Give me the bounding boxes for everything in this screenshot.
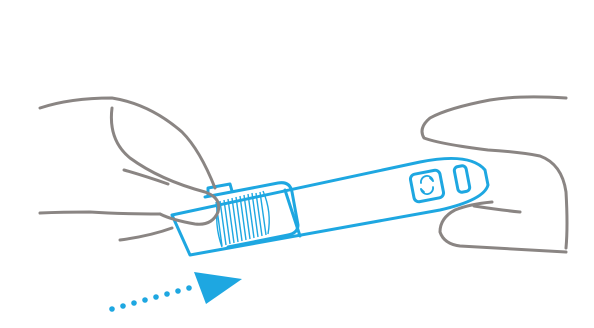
- rotate-arrows-icon: [420, 175, 434, 195]
- device-cap-frame: [203, 181, 300, 249]
- device-window: [452, 164, 472, 194]
- cap-grip-icon: [215, 190, 270, 248]
- device-body: [170, 156, 490, 257]
- device-button: [408, 168, 446, 204]
- direction-arrow-icon: [109, 272, 242, 312]
- device-notch: [206, 182, 234, 197]
- pen-device-icon: [170, 156, 490, 257]
- left-hand-icon: [38, 96, 221, 242]
- right-hand-icon: [420, 95, 569, 254]
